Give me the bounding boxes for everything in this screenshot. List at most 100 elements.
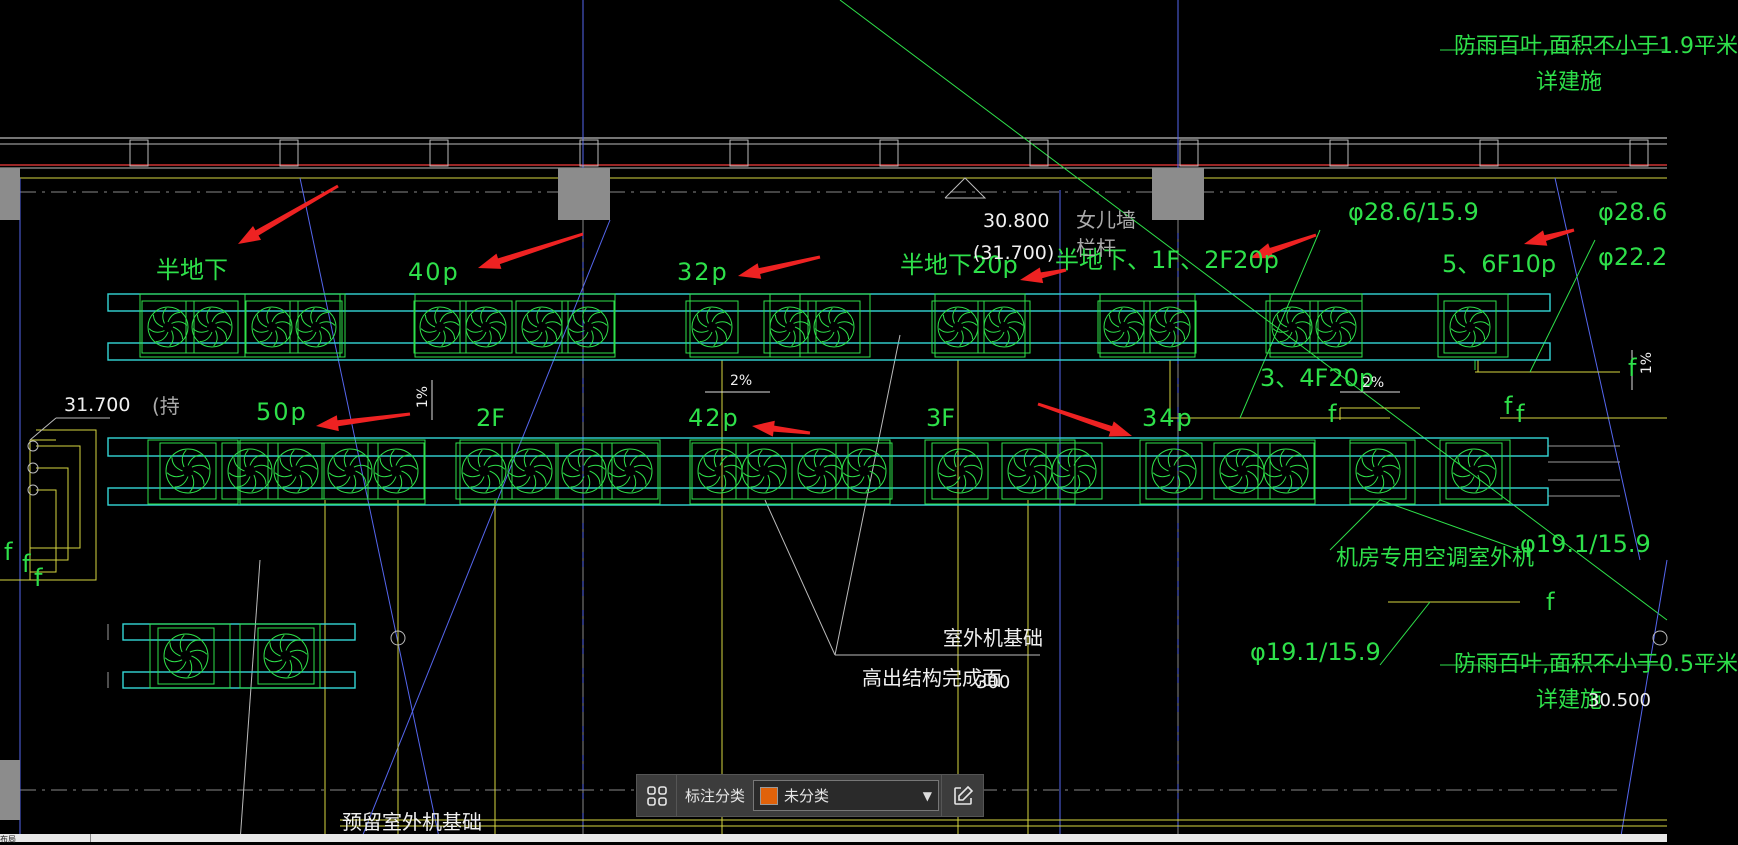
fan-unit-icon <box>1309 300 1363 354</box>
label-pipe-28-6-15-9: φ28.6/15.9 <box>1348 198 1479 226</box>
arrow-icon <box>738 255 821 279</box>
annotation-category-toolbar: 标注分类 未分类 ▼ <box>636 774 984 817</box>
label-f-4: f <box>1328 400 1337 428</box>
fan-unit-icon <box>185 300 239 354</box>
label-outdoor-unit-base: 室外机基础 <box>943 626 1043 650</box>
label-pipe-28-6-clip: φ28.6 <box>1598 198 1668 226</box>
label-elevation-30500: 30.500 <box>1588 690 1651 711</box>
label-f-3: f <box>34 564 43 592</box>
ac-outdoor-units <box>139 293 1511 689</box>
category-color-swatch <box>760 786 779 805</box>
fan-unit-icon <box>1443 300 1497 354</box>
arrow-icon <box>1250 233 1317 259</box>
fan-unit-icon <box>1213 442 1271 500</box>
fan-unit-icon <box>1097 300 1151 354</box>
label-see-arch: 详建施 <box>1536 70 1603 95</box>
fan-unit-icon <box>367 442 425 500</box>
fan-unit-icon <box>1045 442 1103 500</box>
label-f-8: f <box>1628 354 1637 382</box>
fan-unit-icon <box>791 442 849 500</box>
fan-unit-icon <box>321 442 379 500</box>
arrow-icon <box>238 184 339 244</box>
label-see-arch-2: 详建施 <box>1536 688 1603 713</box>
chevron-down-icon: ▼ <box>922 788 933 803</box>
label-f-2: f <box>22 550 31 578</box>
fan-unit-icon <box>221 442 279 500</box>
label-5-6f-10p: 5、6F10p <box>1442 250 1557 278</box>
arrow-icon <box>1020 267 1067 284</box>
arrow-icon <box>478 232 584 269</box>
fan-unit-icon <box>267 442 325 500</box>
label-railing: 栏杆 <box>1076 236 1116 260</box>
fan-unit-icon <box>1257 442 1315 500</box>
label-40p: 40p <box>408 258 460 286</box>
fan-unit-icon <box>977 300 1031 354</box>
label-slope-1: 1% <box>415 385 432 409</box>
structure-lines <box>0 0 1668 843</box>
fan-unit-icon <box>289 300 343 354</box>
label-300: 300 <box>976 672 1011 693</box>
fan-unit-icon <box>455 442 513 500</box>
fan-unit-icon <box>1265 300 1319 354</box>
fan-unit-icon <box>601 442 659 500</box>
fan-unit-icon <box>807 300 861 354</box>
fan-unit-icon <box>931 442 989 500</box>
label-42p: 42p <box>688 404 740 432</box>
label-elevation-31700-paren: (31.700) <box>973 242 1055 264</box>
label-f-6: f <box>1516 400 1525 428</box>
label-elevation-31700: 31.700 <box>64 394 131 416</box>
fan-unit-icon <box>1145 442 1203 500</box>
label-3f: 3F <box>926 404 956 432</box>
tab-layout[interactable]: 布局 <box>0 834 91 844</box>
label-f-7: f <box>1546 588 1555 616</box>
label-34p: 34p <box>1142 404 1194 432</box>
fan-unit-icon <box>1445 442 1503 500</box>
label-slope-2-a: 2% <box>730 373 753 389</box>
label-pipe-22-2-clip: φ22.2 <box>1598 243 1668 271</box>
label-32p: 32p <box>677 258 729 286</box>
arrow-icon <box>1524 228 1575 246</box>
label-slope-2-b: 2% <box>1362 375 1385 391</box>
fan-unit-icon <box>501 442 559 500</box>
label-pipe-19-1-15-9: φ19.1/15.9 <box>1250 638 1381 666</box>
category-select[interactable]: 未分类 ▼ <box>753 780 940 811</box>
fan-unit-icon <box>459 300 513 354</box>
label-slope-1-right: 1% <box>1639 351 1656 375</box>
label-louver-0-5: 防雨百叶,面积不小于0.5平米 <box>1454 652 1738 677</box>
fan-unit-icon <box>245 300 299 354</box>
edit-icon[interactable] <box>941 775 983 816</box>
fan-unit-icon <box>159 442 217 500</box>
fan-unit-icon <box>1143 300 1197 354</box>
label-paren-fragment: (持 <box>152 394 180 418</box>
grid-icon[interactable] <box>637 775 677 816</box>
label-server-room-ac: 机房专用空调室外机 <box>1336 546 1535 571</box>
toolbar-label: 标注分类 <box>685 788 746 805</box>
label-half-basement: 半地下 <box>156 256 228 284</box>
label-pipe-19-1-15-9-right: φ19.1/15.9 <box>1520 530 1651 558</box>
fan-unit-icon <box>685 300 739 354</box>
fan-unit-icon <box>1349 442 1407 500</box>
arrow-icon <box>752 420 811 437</box>
label-f-5: f <box>1504 392 1513 420</box>
label-louver-1-9: 防雨百叶,面积不小于1.9平米 <box>1454 34 1738 59</box>
fan-unit-icon <box>555 442 613 500</box>
label-half-basement-1f-2f-20p: 半地下、1F、2F20p <box>1055 246 1279 274</box>
label-50p: 50p <box>256 398 308 426</box>
arrow-icon <box>1037 402 1132 437</box>
label-elevation-30800: 30.800 <box>983 210 1050 232</box>
cad-drawing-canvas[interactable] <box>0 0 1668 843</box>
fan-unit-icon <box>257 627 315 685</box>
label-parapet: 女儿墙 <box>1076 208 1136 232</box>
fan-unit-icon <box>691 442 749 500</box>
fan-unit-icon <box>835 442 893 500</box>
label-2f: 2F <box>476 404 506 432</box>
label-reserved-base: 预留室外机基础 <box>342 810 482 834</box>
label-half-basement-20p: 半地下20p <box>900 251 1018 279</box>
label-f-1: f <box>4 538 13 566</box>
fan-unit-icon <box>1001 442 1059 500</box>
category-select-value: 未分类 <box>784 788 830 805</box>
annotation-arrows <box>238 184 1575 437</box>
layout-tab-strip: 布局 <box>0 834 1667 844</box>
label-above-structure: 高出结构完成面 <box>862 666 1002 690</box>
fan-unit-icon <box>931 300 985 354</box>
